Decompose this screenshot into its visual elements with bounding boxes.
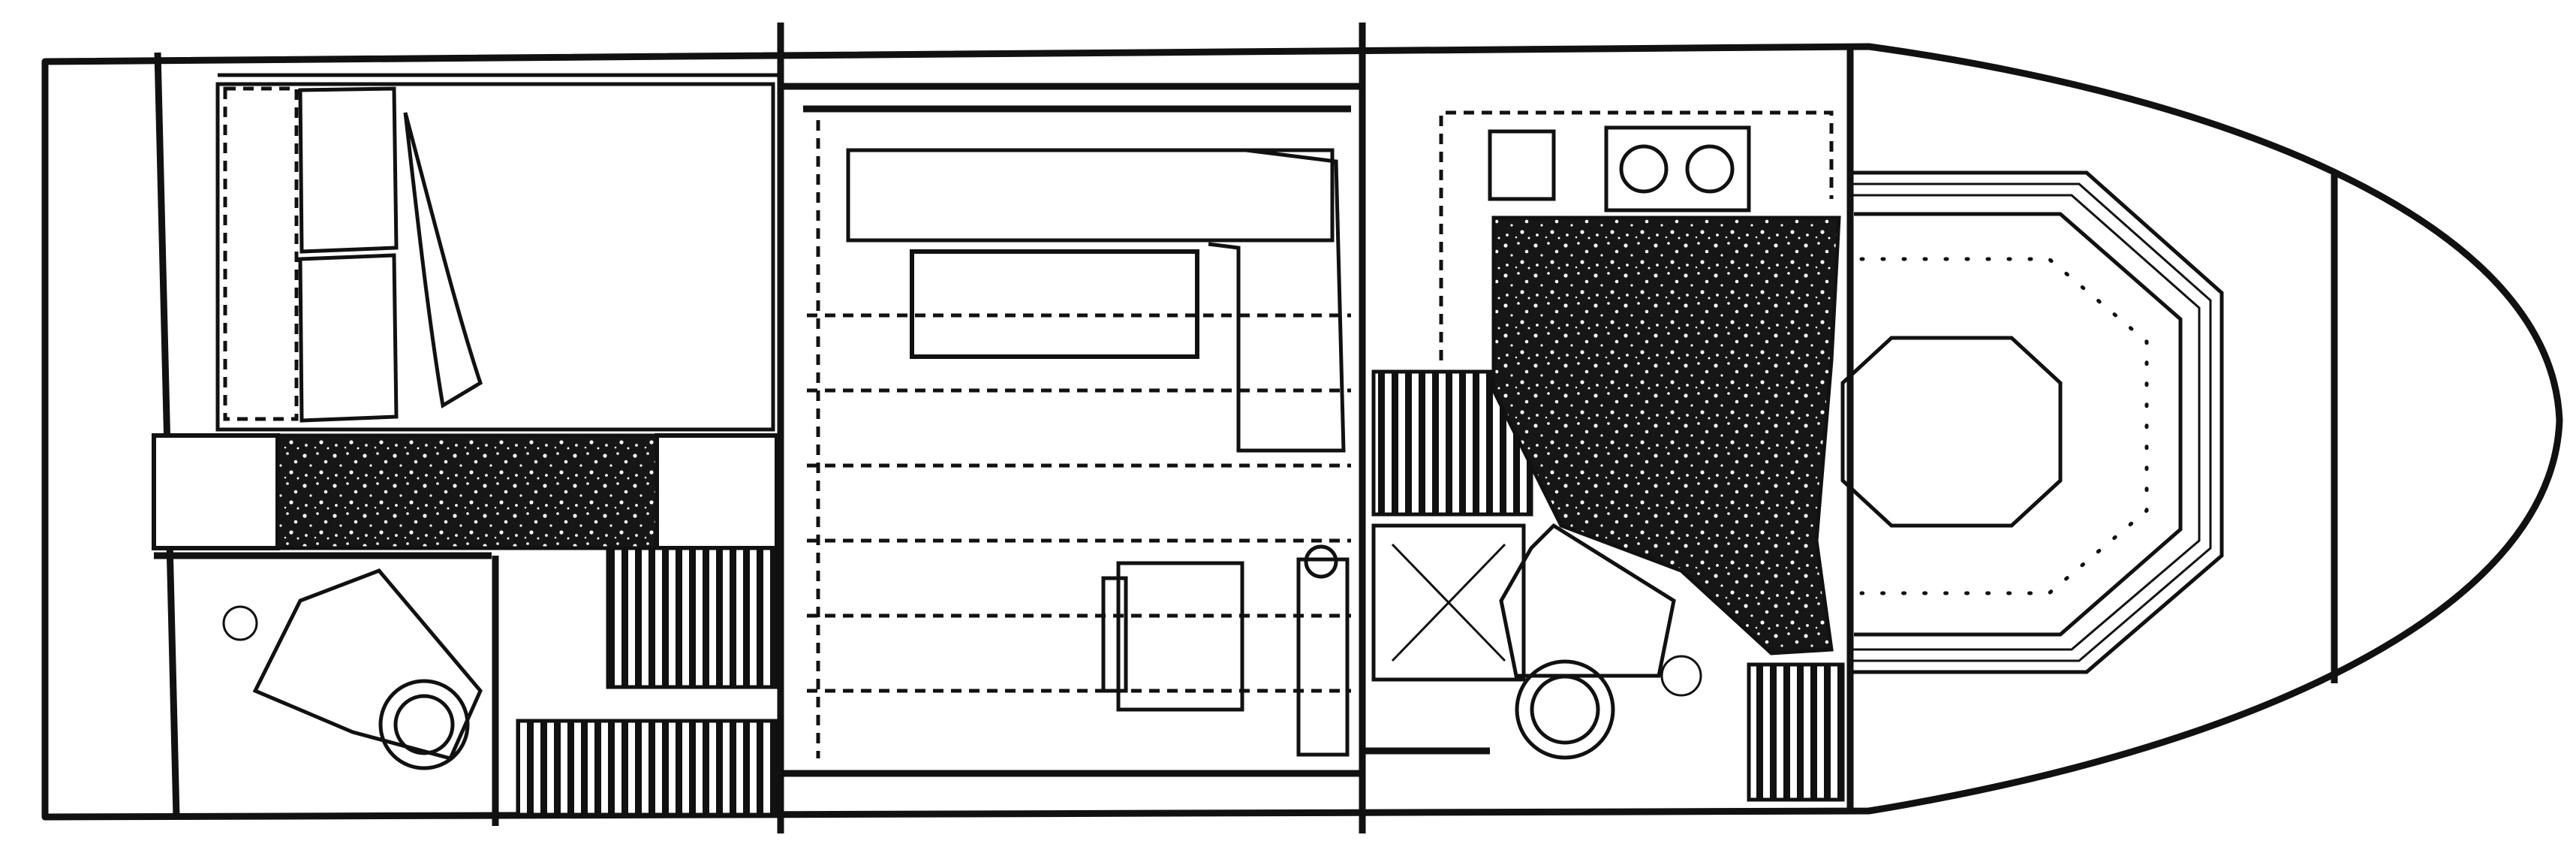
galley-stove — [1604, 125, 1751, 212]
stove-burner-1-icon — [1619, 144, 1669, 194]
forward-head — [1362, 523, 1845, 802]
salon-settee-back — [846, 148, 1335, 243]
forward-toilet-seat — [1530, 674, 1600, 745]
folded-blanket — [403, 112, 483, 409]
galley-counter-outline — [1439, 110, 1834, 360]
aft-locker — [606, 546, 779, 689]
aft-berth-cushions — [223, 86, 299, 421]
helm-wheel-icon — [1304, 544, 1338, 579]
v-berth-rail-1 — [1850, 182, 2212, 662]
aft-stateroom — [152, 73, 781, 689]
forward-head-vanity — [1499, 523, 1676, 678]
v-berth-cushion — [1854, 212, 2183, 637]
salon-settee-end — [1208, 148, 1346, 453]
v-berth-outer — [1850, 170, 2224, 674]
pillow-upper — [298, 86, 399, 254]
aft-shower-drain — [222, 605, 258, 641]
v-berth-infill — [1840, 336, 2063, 528]
aft-toilet — [378, 679, 470, 770]
aft-berth — [215, 82, 775, 432]
galley-sink — [1488, 129, 1556, 201]
salon — [803, 105, 1351, 758]
aft-toilet-seat — [393, 694, 455, 755]
shower-cross-2 — [1391, 543, 1506, 662]
aft-nightstand-left — [152, 433, 280, 550]
v-berth — [1840, 170, 2224, 674]
forward-carpet — [1491, 216, 1841, 656]
helm-console — [1296, 557, 1350, 757]
forward-shower — [1371, 523, 1526, 682]
aft-cabin-carpet — [275, 433, 659, 550]
helm-seat-back — [1101, 576, 1128, 693]
aft-head — [154, 552, 779, 826]
v-berth-rail-2 — [1850, 194, 2201, 651]
v-berth-stitching — [1859, 257, 2149, 595]
helm-seat — [1116, 561, 1244, 712]
forward-toilet — [1515, 659, 1615, 760]
pillow-lower — [298, 253, 399, 423]
salon-table — [910, 249, 1199, 359]
forward-shower-drain — [1660, 655, 1702, 697]
aft-nightstand-right — [655, 433, 779, 550]
stove-burner-2-icon — [1685, 144, 1735, 194]
forward-hanging-locker — [1747, 662, 1845, 802]
aft-head-locker — [516, 719, 779, 817]
